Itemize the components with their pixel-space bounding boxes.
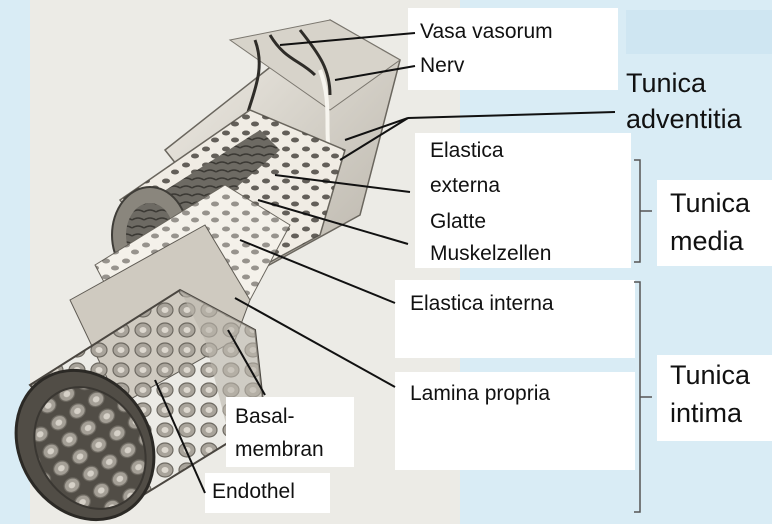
label-elastica-externa-line1: Elastica bbox=[430, 137, 504, 164]
label-elastica-externa-line2: externa bbox=[430, 172, 500, 199]
label-tunica-intima-line1: Tunica bbox=[670, 358, 750, 392]
label-lamina-propria: Lamina propria bbox=[410, 380, 550, 407]
label-tunica-media-line1: Tunica bbox=[670, 186, 750, 220]
label-basalmembran-line2: membran bbox=[235, 436, 324, 463]
label-glatte-muskelzellen-line1: Glatte bbox=[430, 208, 486, 235]
label-endothel: Endothel bbox=[212, 478, 295, 505]
label-elastica-interna: Elastica interna bbox=[410, 290, 554, 317]
label-tunica-intima-line2: intima bbox=[670, 396, 742, 430]
label-basalmembran-line1: Basal- bbox=[235, 403, 295, 430]
label-tunica-adventitia-line1: Tunica bbox=[626, 66, 706, 100]
label-nerv: Nerv bbox=[420, 52, 464, 79]
label-vasa-vasorum: Vasa vasorum bbox=[420, 18, 553, 45]
label-glatte-muskelzellen-line2: Muskelzellen bbox=[430, 240, 551, 267]
label-tunica-adventitia-line2: adventitia bbox=[626, 102, 742, 136]
label-tunica-media-line2: media bbox=[670, 224, 744, 258]
